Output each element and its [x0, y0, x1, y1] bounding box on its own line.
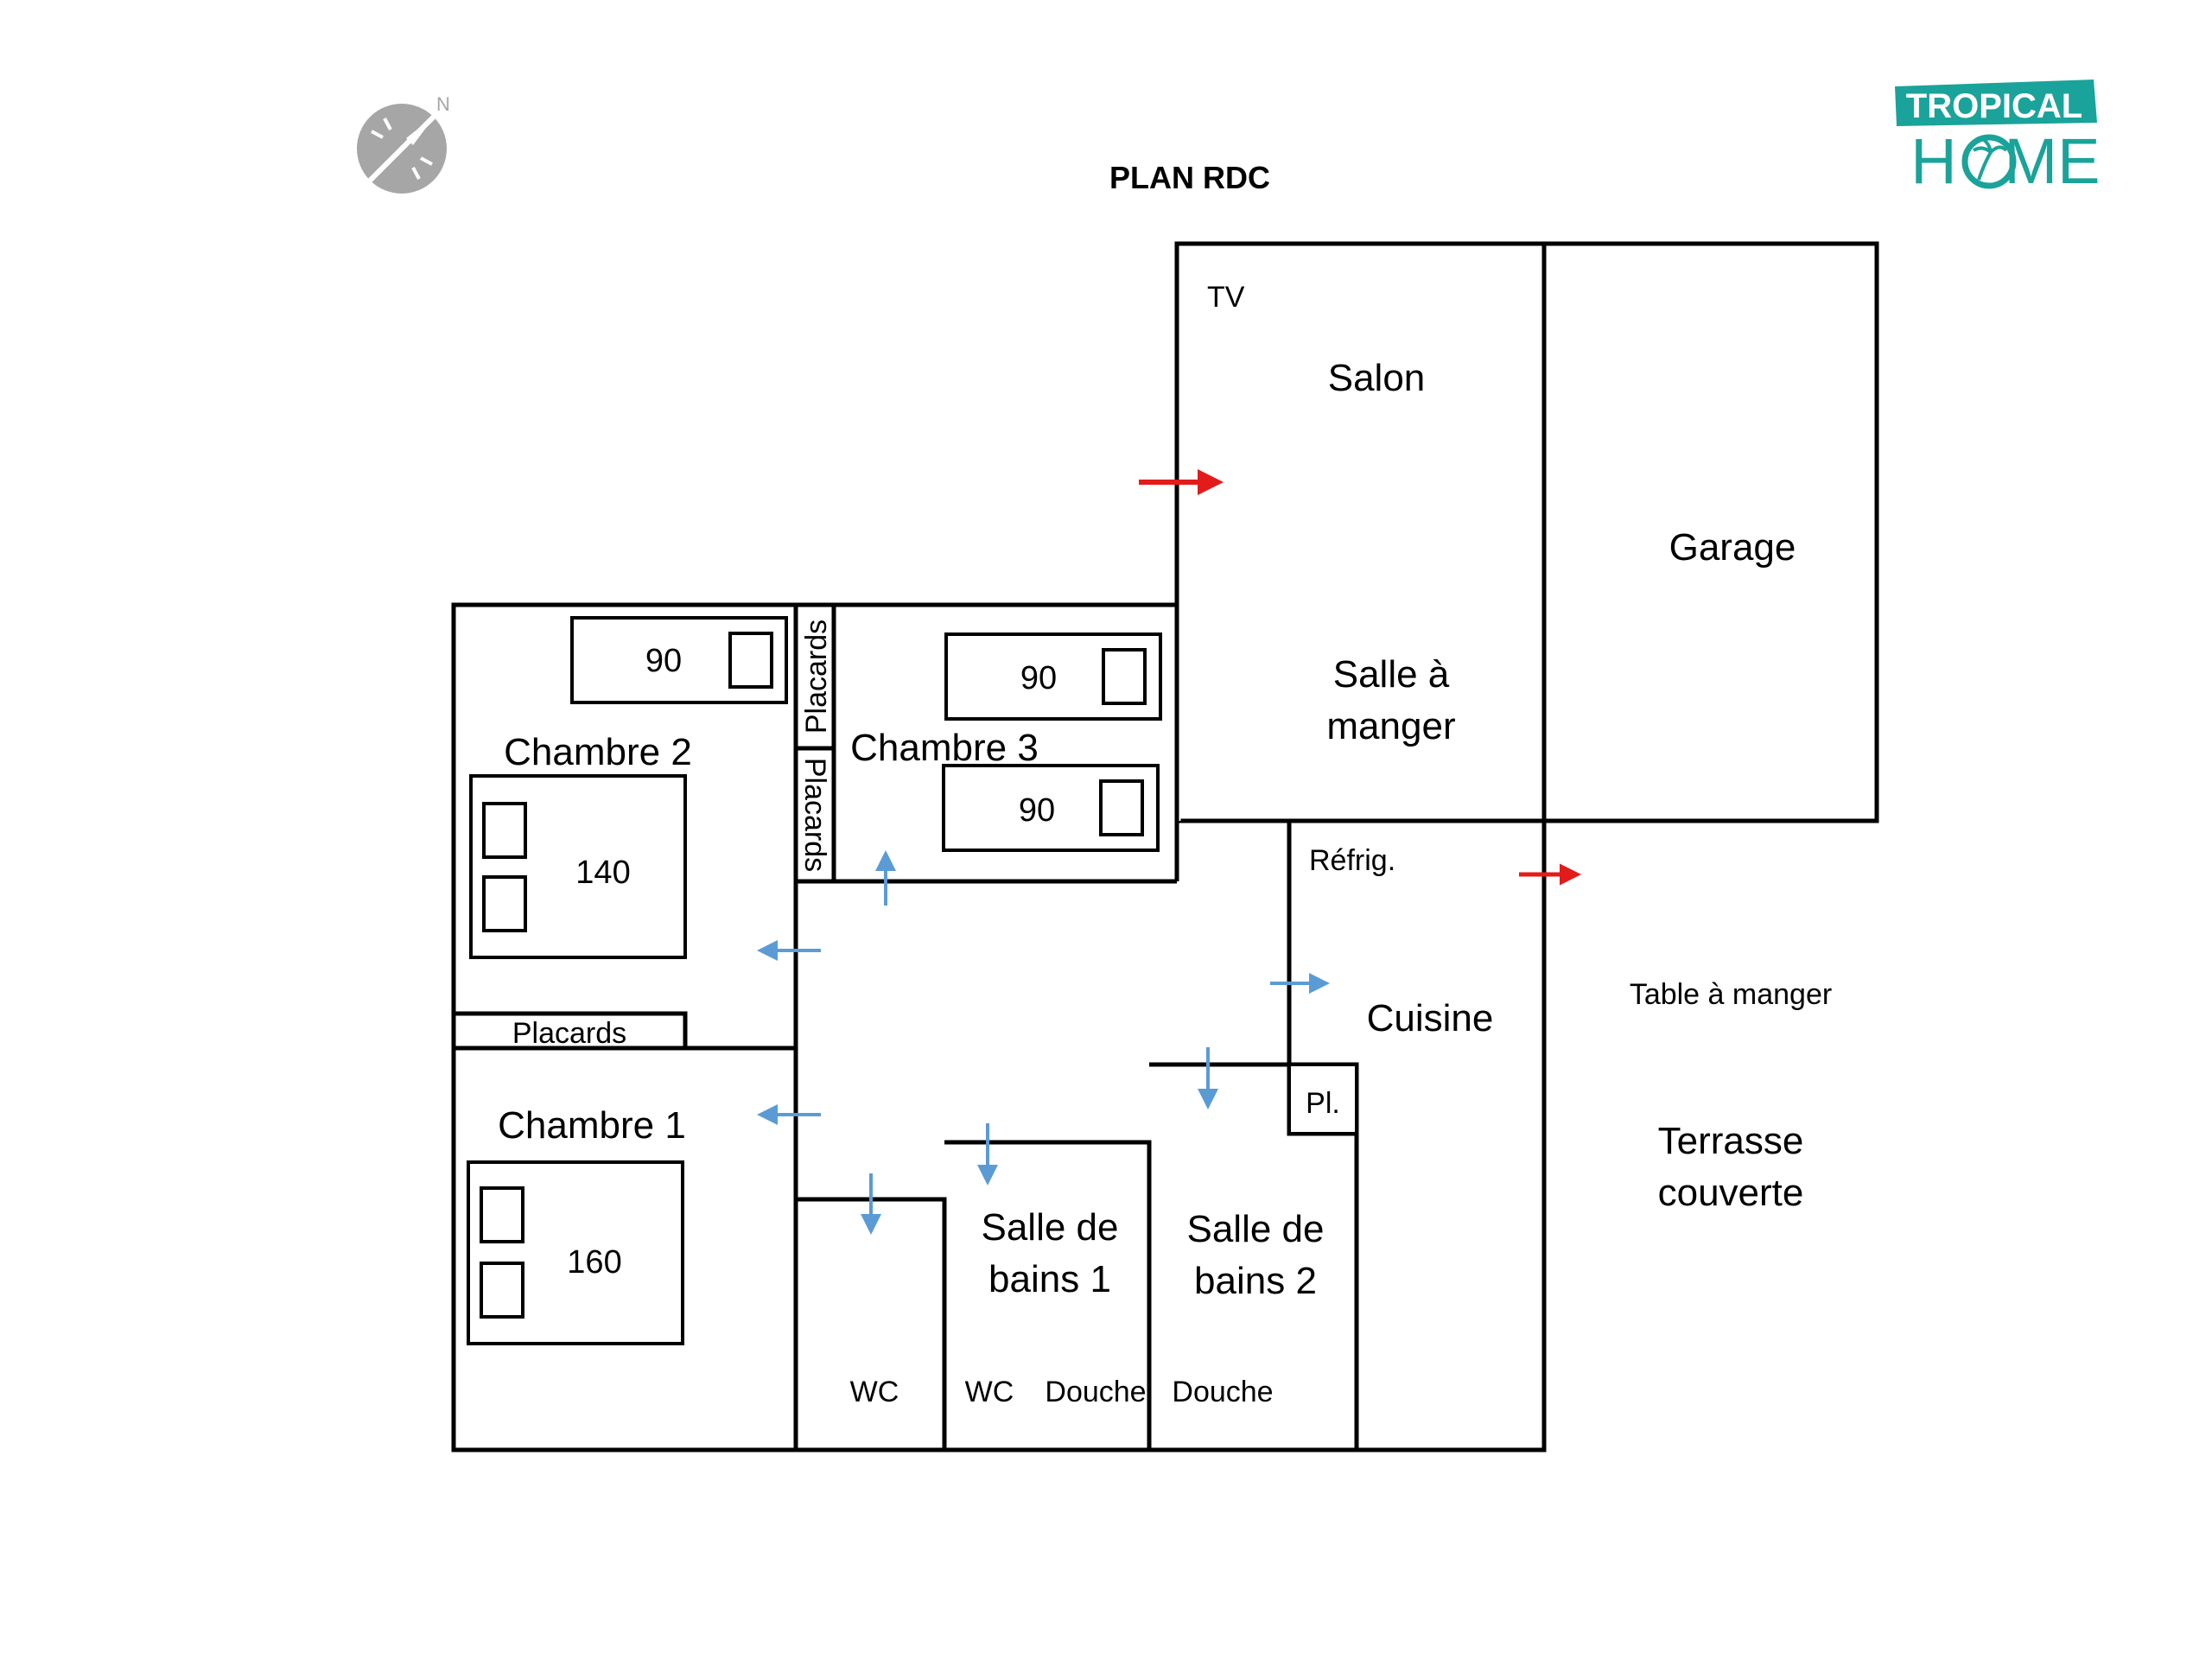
label-sdb2-2: bains 2: [1194, 1260, 1317, 1302]
pillow: [728, 632, 773, 689]
label-placards-vertical-2: Placards: [798, 758, 831, 872]
pillow: [482, 875, 527, 932]
label-douche1: Douche: [1045, 1376, 1146, 1408]
label-sdb1-1: Salle de: [981, 1206, 1118, 1249]
label-terrasse-1: Terrasse: [1658, 1120, 1804, 1162]
label-placard-small: Pl.: [1306, 1087, 1340, 1120]
label-douche2: Douche: [1172, 1376, 1273, 1408]
label-placards-vertical-1: Placards: [800, 620, 833, 734]
labels: TV Salon Salle à manger Garage Chambre 2…: [498, 281, 1832, 1408]
label-wc2: WC: [965, 1376, 1014, 1408]
label-chambre2: Chambre 2: [504, 731, 692, 773]
placards-ch2-box: [451, 1011, 688, 1051]
label-garage: Garage: [1669, 526, 1796, 569]
pillow: [480, 1262, 524, 1319]
pillow: [480, 1186, 524, 1243]
label-bed-ch1-double: 160: [567, 1244, 621, 1281]
logo: TROPICAL H ME: [1895, 79, 2101, 197]
compass-north-label: N: [436, 93, 450, 115]
label-tv: TV: [1207, 281, 1245, 314]
compass-icon: N: [357, 93, 450, 194]
label-salle-a-manger-2: manger: [1326, 705, 1455, 747]
label-bed-ch2-double: 140: [575, 855, 630, 891]
palm-o-icon: [1961, 134, 2017, 189]
label-salon: Salon: [1328, 357, 1426, 399]
label-cuisine: Cuisine: [1367, 997, 1494, 1039]
pillow: [482, 802, 527, 859]
label-bed-ch3-bottom: 90: [1019, 792, 1055, 829]
label-sdb2-1: Salle de: [1186, 1208, 1324, 1250]
label-chambre3: Chambre 3: [850, 727, 1039, 769]
logo-letters-me: ME: [2005, 125, 2101, 197]
label-sdb1-2: bains 1: [988, 1258, 1111, 1300]
label-wc1: WC: [850, 1376, 899, 1408]
pillow: [1102, 648, 1147, 705]
label-salle-a-manger-1: Salle à: [1333, 653, 1450, 696]
furniture: [467, 616, 1358, 1345]
label-refrig: Réfrig.: [1309, 844, 1395, 877]
label-terrasse-2: couverte: [1658, 1172, 1804, 1214]
pillow: [1099, 779, 1144, 836]
garage-wall: [1541, 241, 1879, 823]
page-title: PLAN RDC: [1109, 160, 1270, 195]
door-arrows: [757, 469, 1581, 1235]
label-table-a-manger: Table à manger: [1630, 978, 1832, 1011]
label-chambre1: Chambre 1: [498, 1104, 686, 1147]
label-bed-ch2-single: 90: [645, 643, 682, 679]
logo-line1: TROPICAL: [1906, 87, 2082, 125]
label-bed-ch3-top: 90: [1020, 660, 1057, 696]
logo-letter-h: H: [1910, 125, 1956, 197]
label-placards-ch2: Placards: [512, 1017, 626, 1050]
placard-small-box: [1287, 1063, 1358, 1135]
